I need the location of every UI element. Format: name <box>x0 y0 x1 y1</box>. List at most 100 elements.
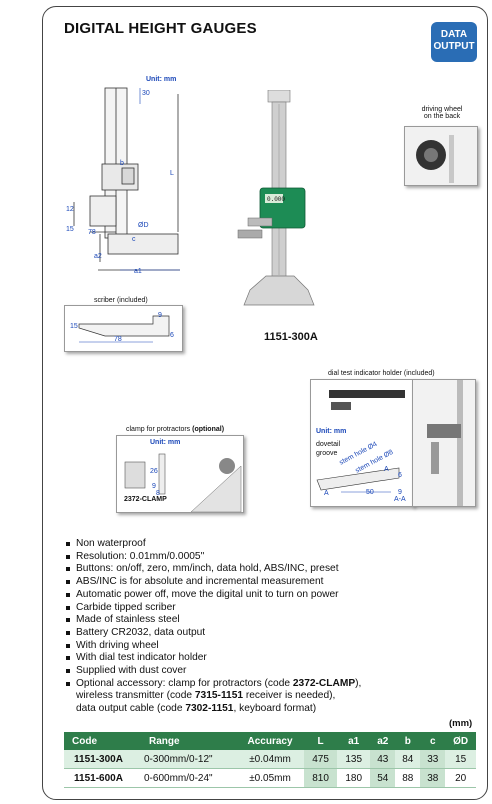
feature-item-optional: Optional accessory: clamp for protractor… <box>64 678 474 716</box>
display-readout: 0.000 <box>267 196 285 203</box>
feature-item: Buttons: on/off, zero, mm/inch, data hol… <box>64 563 474 576</box>
optional-line3-text: data output cable (code <box>76 703 186 715</box>
driving-wheel-photo <box>405 127 477 185</box>
cell-od: 15 <box>445 750 476 769</box>
dim-12: 12 <box>66 206 74 213</box>
cell-b: 88 <box>395 768 421 788</box>
dial-holder-drawing <box>316 390 405 493</box>
driving-wheel-caption-line1: driving wheel <box>421 106 463 113</box>
clamp-unit: Unit: mm <box>150 439 181 446</box>
optional-line1-text: Optional accessory: clamp for protractor… <box>76 677 293 689</box>
optional-line2-text: wireless transmitter (code <box>76 690 195 702</box>
dovetail-label-line2: groove <box>316 450 338 457</box>
scriber-dim-9: 9 <box>158 312 162 319</box>
dial-holder-caption: dial test indicator holder (included) <box>328 370 435 377</box>
cell-a1: 180 <box>337 768 371 788</box>
col-accuracy: Accuracy <box>236 732 304 750</box>
dim-9: 9 <box>398 489 402 496</box>
cell-range: 0-600mm/0-24" <box>141 768 236 788</box>
dim-6: 6 <box>398 472 402 479</box>
height-gauge-drawing <box>73 87 180 271</box>
feature-list: Non waterproof Resolution: 0.01mm/0.0005… <box>64 538 474 716</box>
col-b: b <box>395 732 421 750</box>
dim-L: L <box>170 170 174 177</box>
dim-a2: a2 <box>94 253 102 260</box>
col-od: ØD <box>445 732 476 750</box>
data-output-badge: DATA OUTPUT <box>431 22 477 62</box>
cell-b: 84 <box>395 750 421 769</box>
cell-a2: 43 <box>370 750 396 769</box>
cell-accuracy: ±0.04mm <box>236 750 304 769</box>
col-a1: a1 <box>337 732 371 750</box>
table-unit: (mm) <box>449 718 473 729</box>
spec-table: Code Range Accuracy L a1 a2 b c ØD 1151-… <box>64 732 476 788</box>
dial-holder-photo <box>413 380 475 506</box>
feature-item: ABS/INC is for absolute and incremental … <box>64 576 474 589</box>
dim-15: 15 <box>66 226 74 233</box>
dial-holder-unit: Unit: mm <box>316 428 347 435</box>
scriber-panel <box>64 305 183 352</box>
cell-L: 475 <box>304 750 338 769</box>
feature-item: Non waterproof <box>64 538 474 551</box>
optional-clamp-code: 2372-CLAMP <box>292 677 356 689</box>
optional-cable-code: 7302-1151 <box>185 703 234 715</box>
dim-a1: a1 <box>134 268 142 275</box>
feature-item: Automatic power off, move the digital un… <box>64 589 474 602</box>
cell-a2: 54 <box>370 768 396 788</box>
clamp-caption: clamp for protractors (optional) <box>126 426 224 433</box>
clamp-dim-8: 8 <box>156 490 160 497</box>
clamp-code: 2372-CLAMP <box>124 496 167 503</box>
driving-wheel-caption: driving wheel on the back <box>412 106 472 120</box>
cell-L: 810 <box>304 768 338 788</box>
clamp-photo <box>124 453 242 513</box>
col-c: c <box>420 732 446 750</box>
cell-code: 1151-600A <box>64 768 141 788</box>
cell-c: 38 <box>420 768 446 788</box>
col-range: Range <box>141 732 236 750</box>
dim-c: c <box>132 236 136 243</box>
feature-item: Carbide tipped scriber <box>64 602 474 615</box>
scriber-drawing <box>78 315 170 343</box>
dim-50: 50 <box>366 489 374 496</box>
cell-accuracy: ±0.05mm <box>236 768 304 788</box>
feature-item: Battery CR2032, data output <box>64 627 474 640</box>
clamp-caption-optional: (optional) <box>192 426 225 433</box>
scriber-dim-6: 6 <box>170 332 174 339</box>
table-row: 1151-600A 0-600mm/0-24" ±0.05mm 810 180 … <box>64 768 476 788</box>
dovetail-label-line1: dovetail <box>316 441 341 448</box>
feature-item: With driving wheel <box>64 640 474 653</box>
dim-78: 78 <box>88 229 96 236</box>
col-L: L <box>304 732 338 750</box>
dial-holder-photo-panel <box>412 379 476 507</box>
drawing-unit-label: Unit: mm <box>146 76 177 83</box>
driving-wheel-panel <box>404 126 478 186</box>
scriber-caption: scriber (included) <box>94 297 148 304</box>
table-row: 1151-300A 0-300mm/0-12" ±0.04mm 475 135 … <box>64 750 476 769</box>
feature-item: Resolution: 0.01mm/0.0005" <box>64 551 474 564</box>
dim-b: b <box>120 160 124 167</box>
optional-line1-end: ), <box>355 677 362 689</box>
optional-line3-end: , keyboard format) <box>233 703 317 715</box>
optional-line2-end: receiver is needed), <box>243 690 336 702</box>
dim-30: 30 <box>142 90 150 97</box>
scriber-dim-15: 15 <box>70 323 78 330</box>
cell-code: 1151-300A <box>64 750 141 769</box>
optional-transmitter-code: 7315-1151 <box>194 690 244 702</box>
clamp-dim-26: 26 <box>150 468 158 475</box>
badge-line1: DATA <box>440 29 468 40</box>
col-a2: a2 <box>370 732 396 750</box>
clamp-caption-text: clamp for protractors <box>126 426 193 433</box>
dial-holder-drawing-panel <box>310 379 414 507</box>
spec-table-header: Code Range Accuracy L a1 a2 b c ØD <box>64 732 476 750</box>
dovetail-label: dovetail groove <box>316 440 340 458</box>
cell-od: 20 <box>445 768 476 788</box>
cell-c: 33 <box>420 750 446 769</box>
clamp-panel <box>116 435 244 513</box>
section-a-a: A-A <box>394 496 406 503</box>
cell-range: 0-300mm/0-12" <box>141 750 236 769</box>
feature-item: Made of stainless steel <box>64 614 474 627</box>
cell-a1: 135 <box>337 750 371 769</box>
dim-od: ØD <box>138 222 149 229</box>
clamp-dim-9: 9 <box>152 483 156 490</box>
page-title: DIGITAL HEIGHT GAUGES <box>64 20 257 37</box>
